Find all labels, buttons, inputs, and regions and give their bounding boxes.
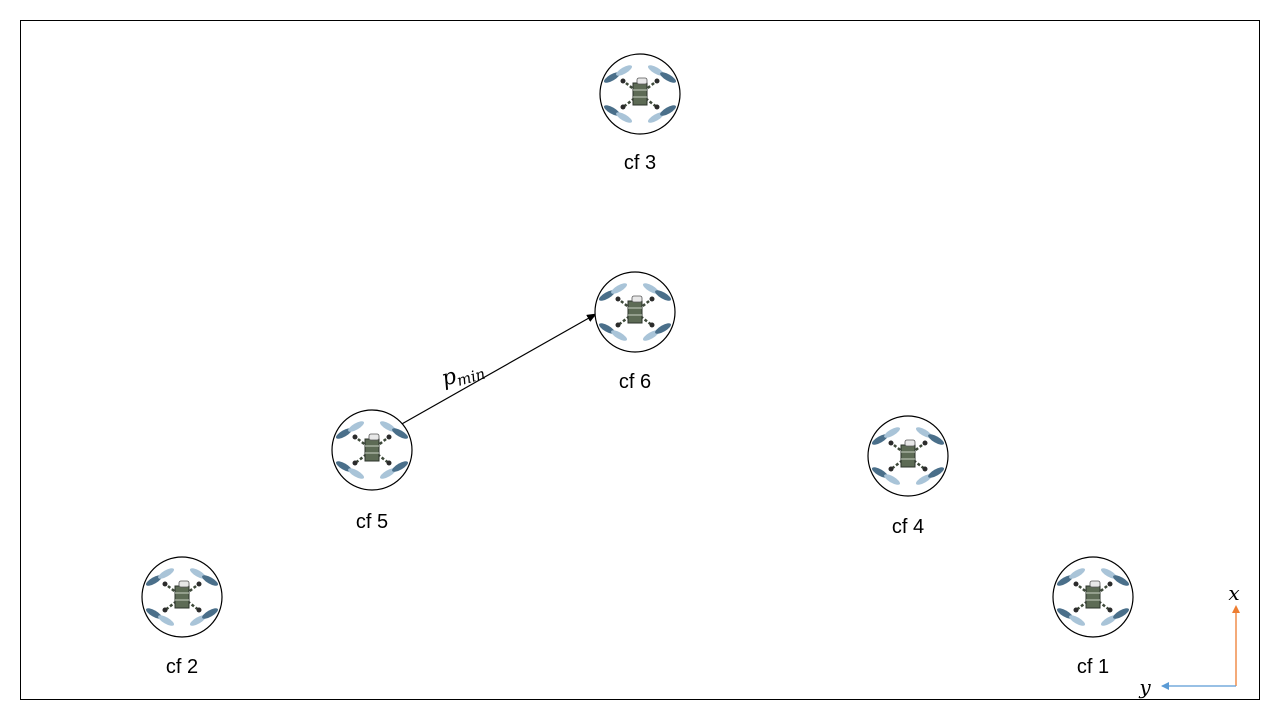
y-axis-label: y xyxy=(1138,675,1151,699)
drone-cf3: cf 3 xyxy=(598,52,682,174)
drone-cf6: cf 6 xyxy=(593,270,677,393)
x-axis-label: x xyxy=(1228,581,1239,605)
coordinate-axes: x y xyxy=(1138,581,1240,699)
drone-cf1: cf 1 xyxy=(1051,555,1135,678)
drone-cf2: cf 2 xyxy=(140,555,224,678)
drone-cf4-label: cf 4 xyxy=(892,516,924,538)
pmin-vector-arrow xyxy=(399,313,597,426)
drone-cf4-icon xyxy=(866,414,950,498)
drone-cf6-label: cf 6 xyxy=(619,371,651,393)
drone-cf4: cf 4 xyxy=(866,414,950,538)
drone-cf5: cf 5 xyxy=(330,408,414,533)
drone-cf3-label: cf 3 xyxy=(624,152,656,174)
drone-cf3-icon xyxy=(598,52,682,136)
drone-cf6-icon xyxy=(593,270,677,354)
drone-cf1-label: cf 1 xyxy=(1077,656,1109,678)
drone-cf2-label: cf 2 xyxy=(166,656,198,678)
drone-cf1-icon xyxy=(1051,555,1135,639)
pmin-vector-label: pmin xyxy=(439,356,488,394)
drone-cf2-icon xyxy=(140,555,224,639)
diagram-border xyxy=(20,20,1260,700)
svg-text:pmin: pmin xyxy=(439,356,488,394)
drone-cf5-icon xyxy=(330,408,414,492)
drone-cf5-label: cf 5 xyxy=(356,511,388,533)
